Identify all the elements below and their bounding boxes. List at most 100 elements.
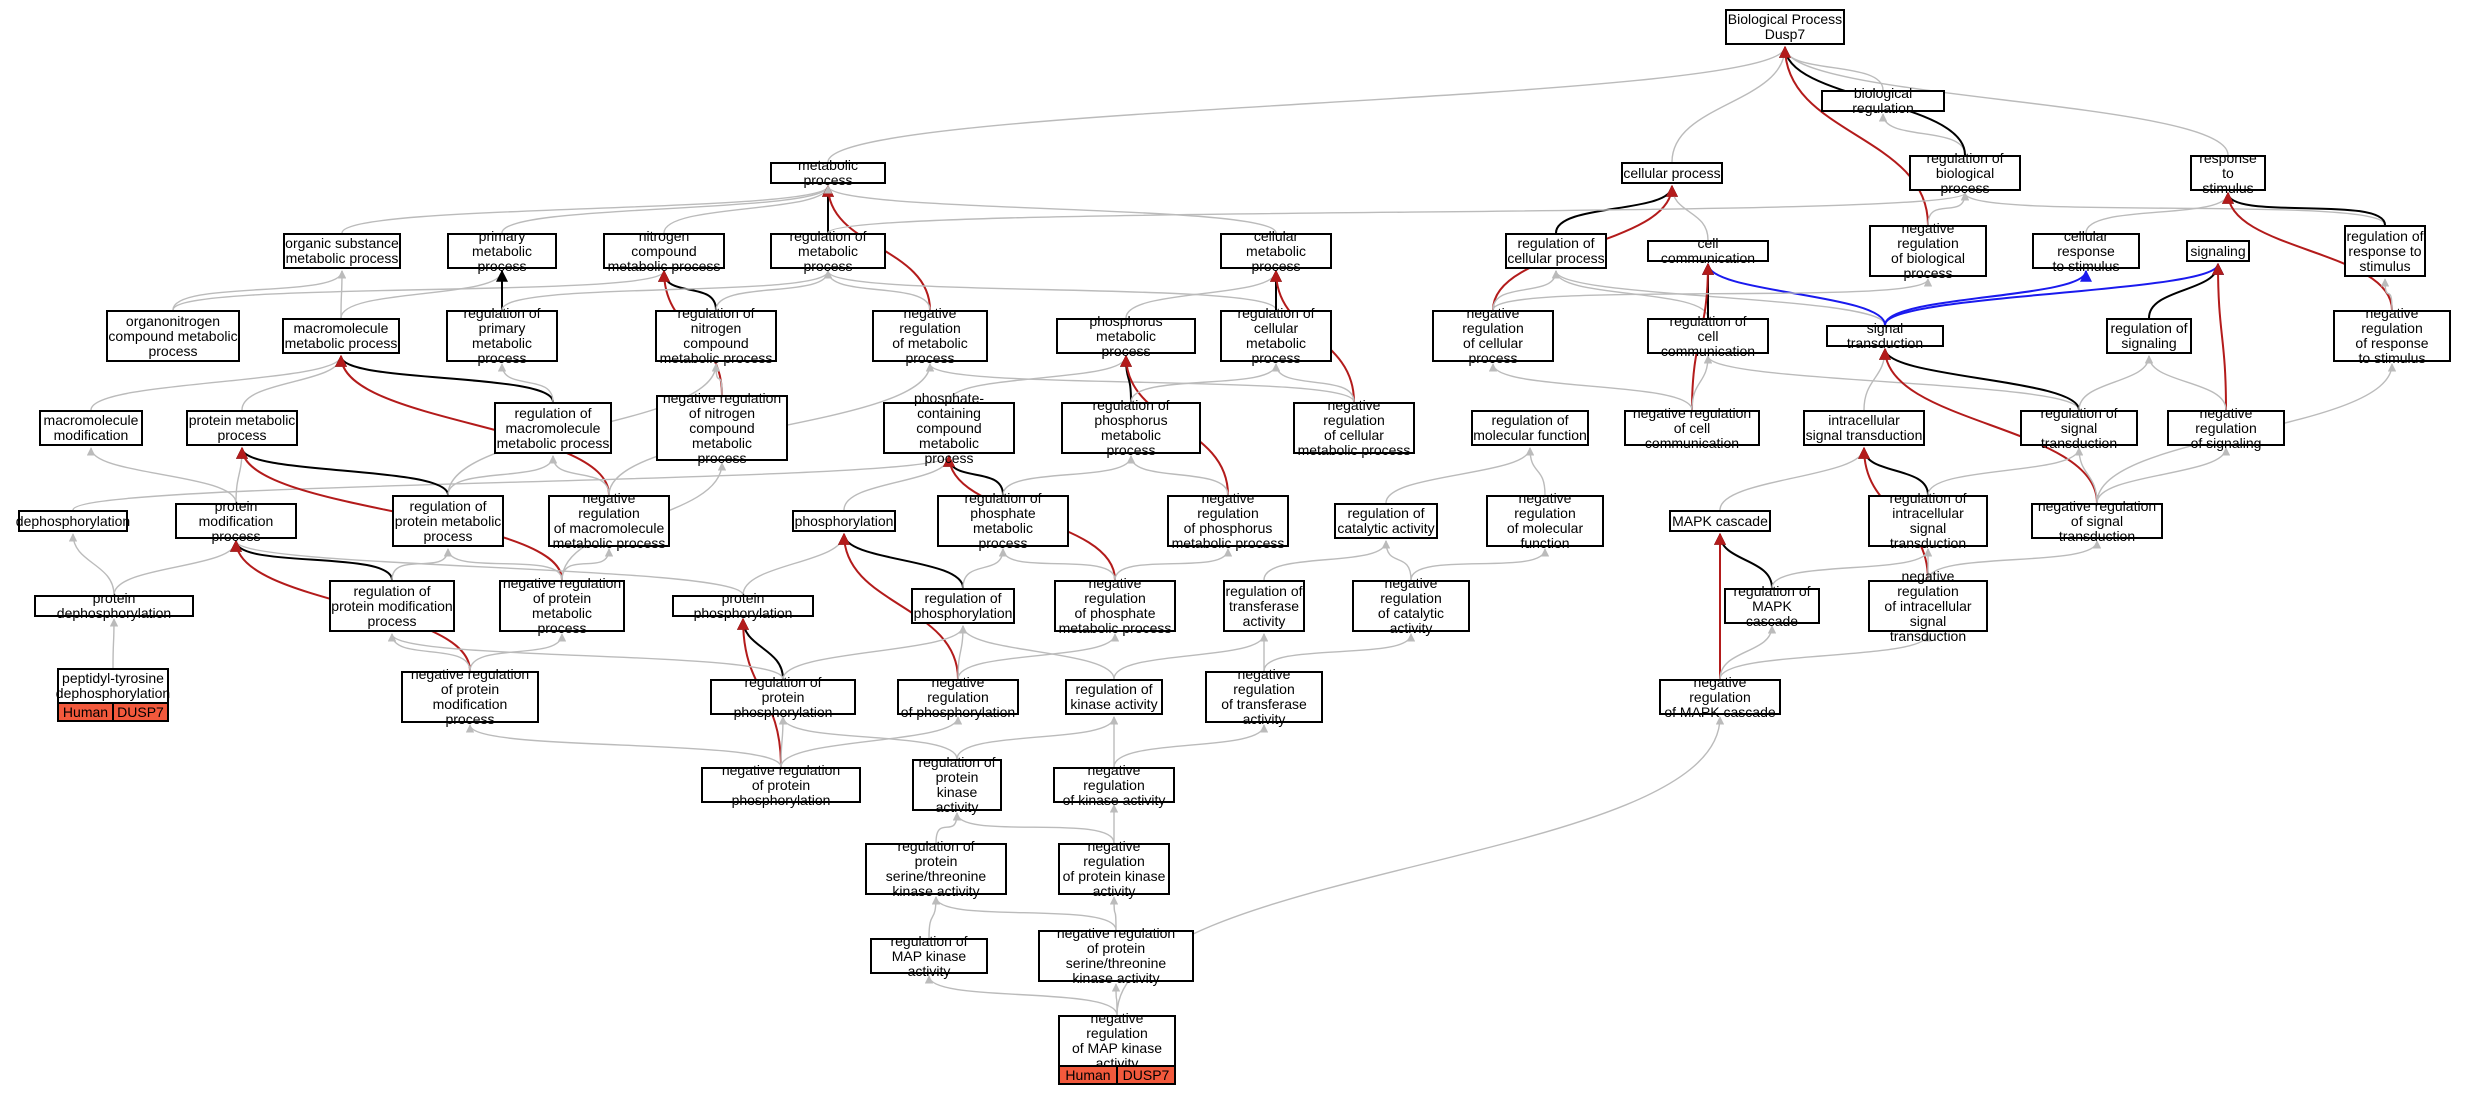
edge-cellproc-to-root	[1671, 46, 1790, 163]
go-term-regprotkin[interactable]: regulation of protein kinase activity	[912, 755, 1002, 815]
go-term-regsig[interactable]: regulation of signaling	[2106, 318, 2192, 354]
go-term-regphosmetab[interactable]: regulation of phosphorus metabolic proce…	[1061, 398, 1201, 458]
edge-regprotkin-to-regprotphos	[778, 716, 958, 760]
go-term-phoscomp[interactable]: phosphate-containing compound metabolic …	[883, 390, 1015, 465]
go-term-negprotmod[interactable]: negative regulation of protein modificat…	[401, 667, 539, 727]
go-term-macrometab[interactable]: macromolecule metabolic process	[282, 318, 400, 354]
go-term-phosmetab[interactable]: phosphorus metabolic process	[1056, 313, 1196, 358]
go-term-regserthr[interactable]: regulation of protein serine/threonine k…	[865, 839, 1007, 899]
edge-regprimary-to-regmetab	[501, 270, 833, 311]
go-term-negcatal[interactable]: negative regulation of catalytic activit…	[1352, 576, 1470, 636]
go-term-nitro[interactable]: nitrogen compound metabolic process	[603, 228, 725, 273]
go-term-regphosphorylation[interactable]: regulation of phosphorylation	[911, 588, 1015, 624]
go-term-negresp[interactable]: negative regulation of response to stimu…	[2333, 306, 2451, 366]
edge-negprotphos-to-negprotmod	[465, 724, 782, 768]
go-term-organo[interactable]: organonitrogen compound metabolic proces…	[106, 310, 240, 362]
go-term-protmetab[interactable]: protein metabolic process	[186, 410, 298, 446]
go-term-regtransf[interactable]: regulation of transferase activity	[1223, 580, 1305, 632]
go-term-negtransf[interactable]: negative regulation of transferase activ…	[1205, 667, 1323, 727]
go-term-regcellmetab[interactable]: regulation of cellular metabolic process	[1220, 306, 1332, 366]
go-term-orgsub[interactable]: organic substance metabolic process	[283, 233, 401, 269]
go-term-negprotphos[interactable]: negative regulation of protein phosphory…	[701, 762, 861, 807]
go-term-negmapkin[interactable]: negative regulation of MAP kinase activi…	[1058, 1011, 1176, 1071]
go-term-negphosphorylation[interactable]: negative regulation of phosphorylation	[897, 674, 1019, 719]
gene-tag[interactable]: DUSP7	[1116, 1067, 1174, 1083]
edge-negprotphos-to-regprotphos	[778, 716, 788, 768]
go-term-root[interactable]: Biological Process Dusp7	[1725, 9, 1845, 45]
go-term-resp[interactable]: response to stimulus	[2190, 150, 2266, 195]
go-term-ptyrdephos[interactable]: peptidyl-tyrosine dephosphorylation	[56, 668, 170, 704]
go-term-regnitro[interactable]: regulation of nitrogen compound metaboli…	[655, 306, 777, 366]
go-term-negcellmetab[interactable]: negative regulation of cellular metaboli…	[1293, 398, 1415, 458]
go-term-negphosmetab[interactable]: negative regulation of phosphorus metabo…	[1167, 491, 1289, 551]
edge-sigtrans-to-cellcomm	[1702, 262, 1886, 326]
go-term-intrasig[interactable]: intracellular signal transduction	[1803, 410, 1925, 446]
go-term-negserthr[interactable]: negative regulation of protein serine/th…	[1038, 926, 1194, 986]
edge-negsigtrans-to-regsigtrans	[2074, 447, 2098, 504]
go-term-negkinase[interactable]: negative regulation of kinase activity	[1053, 762, 1175, 807]
gene-tag[interactable]: DUSP7	[112, 704, 167, 720]
go-term-regresp[interactable]: regulation of response to stimulus	[2344, 225, 2426, 277]
species-tag[interactable]: Human	[1065, 1067, 1111, 1083]
go-term-protphos[interactable]: protein phosphorylation	[672, 591, 814, 621]
go-term-regphosphate[interactable]: regulation of phosphate metabolic proces…	[937, 491, 1069, 551]
go-term-regcellproc[interactable]: regulation of cellular process	[1505, 233, 1607, 269]
go-term-dephos[interactable]: dephosphorylation	[16, 510, 130, 532]
go-term-regsigtrans[interactable]: regulation of signal transduction	[2020, 405, 2138, 450]
go-term-negbio[interactable]: negative regulation of biological proces…	[1869, 221, 1987, 281]
go-term-cellcomm[interactable]: cell communication	[1647, 236, 1769, 266]
go-term-regintrasig[interactable]: regulation of intracellular signal trans…	[1868, 491, 1988, 551]
edge-protphos-to-protmod	[231, 540, 744, 596]
go-term-cellmetab[interactable]: cellular metabolic process	[1220, 228, 1332, 273]
go-term-regprotphos[interactable]: regulation of protein phosphorylation	[710, 674, 856, 719]
go-term-cellproc[interactable]: cellular process	[1621, 162, 1723, 184]
go-term-mapk[interactable]: MAPK cascade	[1669, 510, 1771, 532]
go-term-regbio[interactable]: regulation of biological process	[1909, 150, 2021, 195]
edge-negsigtrans-to-negsig	[2096, 447, 2231, 504]
go-term-phosphorylation[interactable]: phosphorylation	[792, 510, 896, 532]
go-term-negsigtrans[interactable]: negative regulation of signal transducti…	[2031, 498, 2163, 543]
go-term-negmolfunc[interactable]: negative regulation of molecular functio…	[1486, 491, 1604, 551]
go-term-negmacro[interactable]: negative regulation of macromolecule met…	[548, 491, 670, 551]
edge-macrometab-to-primary	[340, 270, 507, 319]
edge-regmapk-to-mapk	[1714, 532, 1773, 589]
go-term-negcellcomm[interactable]: negative regulation of cell communicatio…	[1624, 405, 1760, 450]
go-term-regmacro[interactable]: regulation of macromolecule metabolic pr…	[494, 402, 612, 454]
go-term-negcellproc[interactable]: negative regulation of cellular process	[1432, 306, 1554, 366]
edge-regmacro-to-macrometab	[335, 354, 554, 403]
go-term-regmapkin[interactable]: regulation of MAP kinase activity	[870, 933, 988, 978]
go-term-regcellcomm[interactable]: regulation of cell communication	[1647, 313, 1769, 358]
go-term-regmapk[interactable]: regulation of MAPK cascade	[1724, 583, 1820, 628]
edge-regcatal-to-regmolfunc	[1385, 447, 1535, 504]
go-term-negprotkin[interactable]: negative regulation of protein kinase ac…	[1058, 839, 1170, 899]
go-term-negnitro[interactable]: negative regulation of nitrogen compound…	[656, 390, 788, 465]
go-term-negphosphate[interactable]: negative regulation of phosphate metabol…	[1054, 576, 1176, 636]
go-term-protdephos[interactable]: protein dephosphorylation	[34, 591, 194, 621]
go-term-primary[interactable]: primary metabolic process	[447, 228, 557, 273]
go-term-signaling[interactable]: signaling	[2186, 240, 2250, 262]
edge-regmapk-to-regintrasig	[1771, 548, 1933, 589]
go-term-negmapk[interactable]: negative regulation of MAPK cascade	[1659, 674, 1781, 719]
species-tag[interactable]: Human	[62, 704, 109, 720]
go-term-metab[interactable]: metabolic process	[770, 158, 886, 188]
annotation-tag-row: Human DUSP7	[1058, 1065, 1176, 1085]
go-term-negsig[interactable]: negative regulation of signaling	[2167, 405, 2285, 450]
go-term-macromod[interactable]: macromolecule modification	[39, 410, 143, 446]
edge-negprotmod-to-negprotmetab	[469, 633, 567, 672]
go-term-negmetab[interactable]: negative regulation of metabolic process	[872, 306, 988, 366]
go-term-regprotmod[interactable]: regulation of protein modification proce…	[329, 580, 455, 632]
go-term-regprimary[interactable]: regulation of primary metabolic process	[446, 306, 558, 366]
go-term-negprotmetab[interactable]: negative regulation of protein metabolic…	[499, 576, 625, 636]
go-term-regmolfunc[interactable]: regulation of molecular function	[1471, 410, 1589, 446]
edge-negprotmetab-to-regprotmetab	[443, 548, 563, 581]
go-term-regprotmetab[interactable]: regulation of protein metabolic process	[392, 495, 504, 547]
go-term-cellresp[interactable]: cellular response to stimulus	[2032, 228, 2140, 273]
go-term-regmetab[interactable]: regulation of metabolic process	[770, 228, 886, 273]
go-term-negintrasig[interactable]: negative regulation of intracellular sig…	[1868, 568, 1988, 643]
go-term-regkinase[interactable]: regulation of kinase activity	[1065, 679, 1163, 715]
go-term-regcatal[interactable]: regulation of catalytic activity	[1334, 503, 1438, 539]
go-term-bioreg[interactable]: biological regulation	[1821, 86, 1945, 116]
edge-negsigtrans-to-sigtrans	[1879, 347, 2098, 504]
go-term-sigtrans[interactable]: signal transduction	[1826, 321, 1944, 351]
go-term-protmod[interactable]: protein modification process	[175, 498, 297, 543]
